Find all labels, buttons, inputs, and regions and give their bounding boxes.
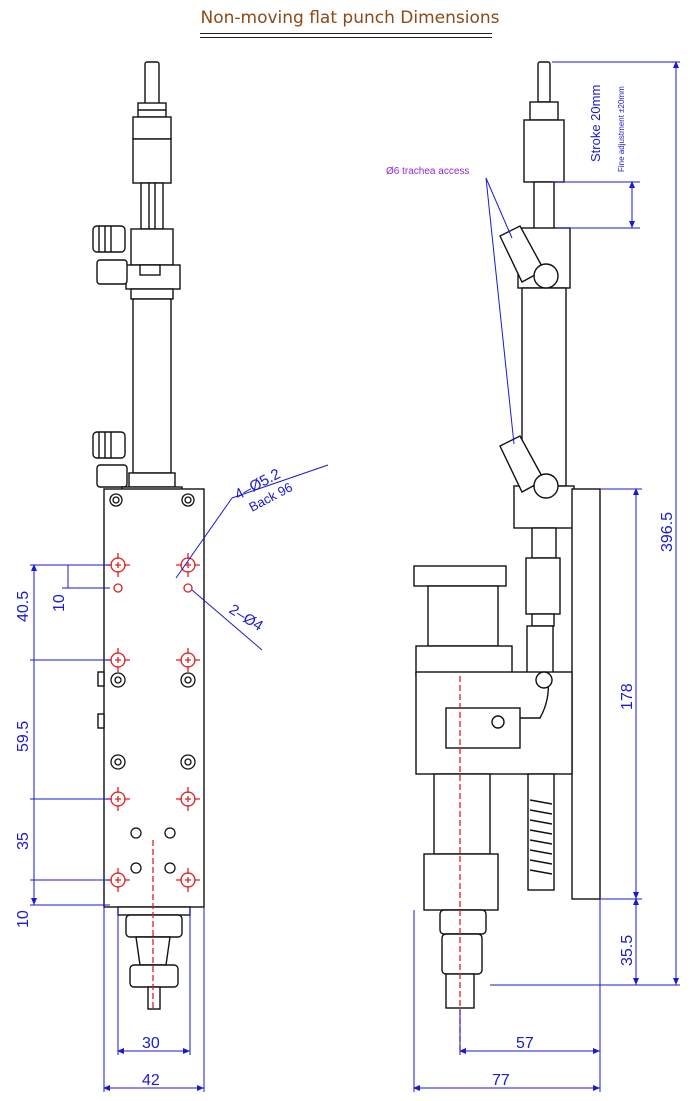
fine-adjust-label: Fine adjustment ±20mm [617, 86, 626, 172]
front-plate-holes [109, 493, 196, 874]
holes-small-label: 2–Ø4 [226, 601, 266, 635]
front-dimensions [30, 464, 329, 1092]
dim-178: 178 [619, 683, 636, 710]
title-underline [200, 33, 492, 34]
front-view [92, 61, 205, 1010]
dim-35-5: 35.5 [619, 935, 636, 966]
page-title: Non-moving flat punch Dimensions [200, 8, 500, 28]
dim-396-5: 396.5 [659, 512, 676, 552]
dim-10-lower: 10 [15, 910, 32, 928]
trachea-leaders [485, 177, 515, 445]
trachea-label: Ø6 trachea access [386, 166, 469, 177]
side-view [413, 61, 601, 1009]
front-center-marks [106, 553, 200, 1010]
dim-59-5: 59.5 [15, 721, 32, 752]
dim-77: 77 [492, 1072, 510, 1089]
side-dimensions [413, 61, 680, 1092]
dim-42: 42 [142, 1072, 160, 1089]
stroke-label: Stroke 20mm [588, 85, 603, 162]
dim-57: 57 [516, 1035, 534, 1052]
dim-30: 30 [142, 1035, 160, 1052]
dim-35-left: 35 [15, 832, 32, 850]
dim-40-5: 40.5 [15, 591, 32, 622]
title-underline-2 [200, 37, 492, 38]
dim-10-upper: 10 [51, 594, 68, 612]
